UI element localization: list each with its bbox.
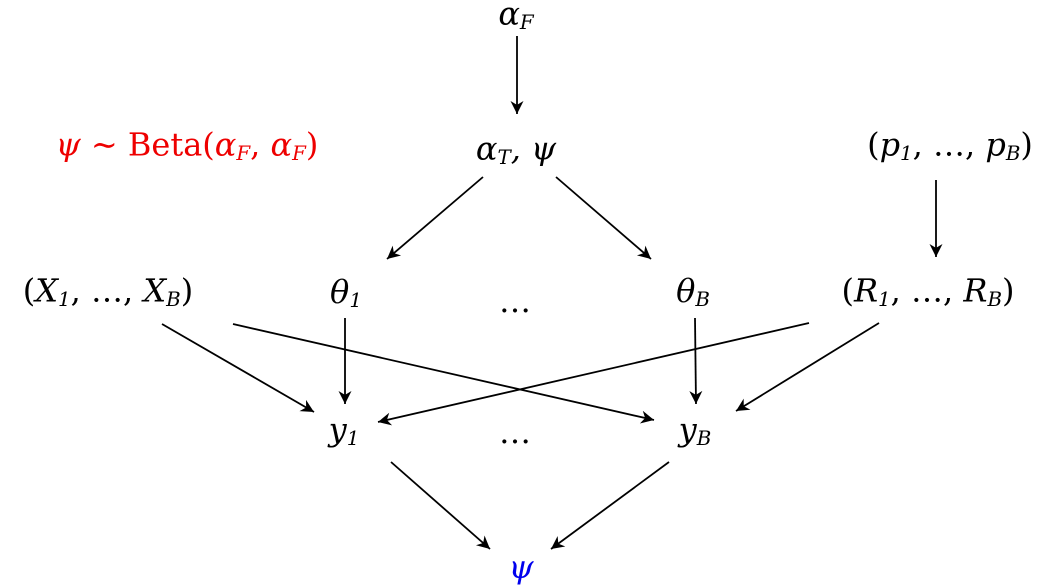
node-label: θ (676, 271, 696, 310)
node-r-vector: (R1, …, RB) (841, 274, 1014, 309)
ellipsis-theta-row: … (499, 285, 535, 317)
node-subscript: 1 (58, 287, 71, 311)
node-label: R (853, 271, 879, 310)
node-label: , …, (70, 271, 144, 310)
node-subscript: B (987, 287, 1003, 311)
node-label: , ψ (510, 129, 557, 168)
node-subscript: T (497, 145, 511, 169)
formula-part: ∼ Beta( (80, 125, 215, 164)
node-label: y (678, 410, 697, 449)
node-label: ( (22, 271, 36, 310)
formula-subscript: F (292, 141, 306, 165)
node-label: X (143, 271, 167, 310)
edge-Rvec-to-y1 (377, 322, 810, 426)
node-p-vector: (p1, …, pB) (867, 128, 1033, 163)
node-y-1: y1 (329, 413, 360, 448)
edge-Rvec-to-yB (735, 322, 880, 412)
node-label: p (985, 125, 1006, 164)
ellipsis-label: … (499, 282, 535, 320)
edge-alphaTpsi-to-theta1 (386, 176, 484, 260)
node-psi: ψ (508, 551, 533, 583)
node-label: , …, (912, 125, 986, 164)
edge-y1-to-psi (390, 461, 491, 550)
formula-subscript: F (236, 141, 251, 165)
node-theta-1: θ1 (330, 275, 362, 310)
edge-Xvec-to-yB (232, 323, 655, 424)
formula-part: α (214, 125, 237, 164)
node-subscript: B (695, 287, 710, 311)
node-label: α (498, 0, 520, 33)
node-label: ( (841, 271, 854, 310)
node-subscript: B (1005, 141, 1021, 165)
formula-part: ) (305, 125, 319, 164)
node-label: ) (1002, 271, 1015, 310)
node-label: p (879, 125, 901, 164)
node-theta-b: θB (676, 274, 710, 309)
edge-yB-to-psi (550, 461, 670, 550)
node-label: α (475, 129, 498, 168)
node-subscript: 1 (346, 426, 360, 450)
node-label: , …, (890, 271, 964, 310)
formula-part: ψ (55, 125, 81, 164)
node-label: y (328, 410, 347, 449)
node-x-vector: (X1, …, XB) (23, 274, 193, 309)
node-label: ) (180, 271, 194, 310)
node-subscript: 1 (349, 288, 362, 312)
node-label: θ (330, 272, 350, 311)
edge-alphaTpsi-to-thetaB (555, 176, 652, 260)
node-subscript: 1 (878, 287, 891, 311)
node-alpha-t-psi: αT, ψ (476, 132, 556, 167)
node-label: R (963, 271, 988, 310)
node-subscript: B (166, 287, 181, 311)
formula-psi-beta: ψ ∼ Beta(αF, αF) (56, 128, 319, 163)
node-subscript: 1 (900, 141, 913, 165)
node-label: X (35, 271, 59, 310)
edge-thetaB-to-yB (689, 317, 703, 405)
node-label: ) (1020, 125, 1033, 164)
node-subscript: B (696, 426, 712, 450)
formula-part: , (250, 125, 271, 164)
formula-part: α (270, 125, 293, 164)
node-subscript: F (519, 10, 534, 34)
edge-Xvec-to-y1 (161, 323, 315, 413)
node-label: ( (867, 125, 880, 164)
ellipsis-y-row: … (499, 416, 535, 448)
node-alpha-f: αF (498, 0, 533, 33)
node-label: ψ (508, 548, 534, 586)
node-y-b: yB (679, 413, 712, 448)
ellipsis-label: … (499, 413, 535, 451)
